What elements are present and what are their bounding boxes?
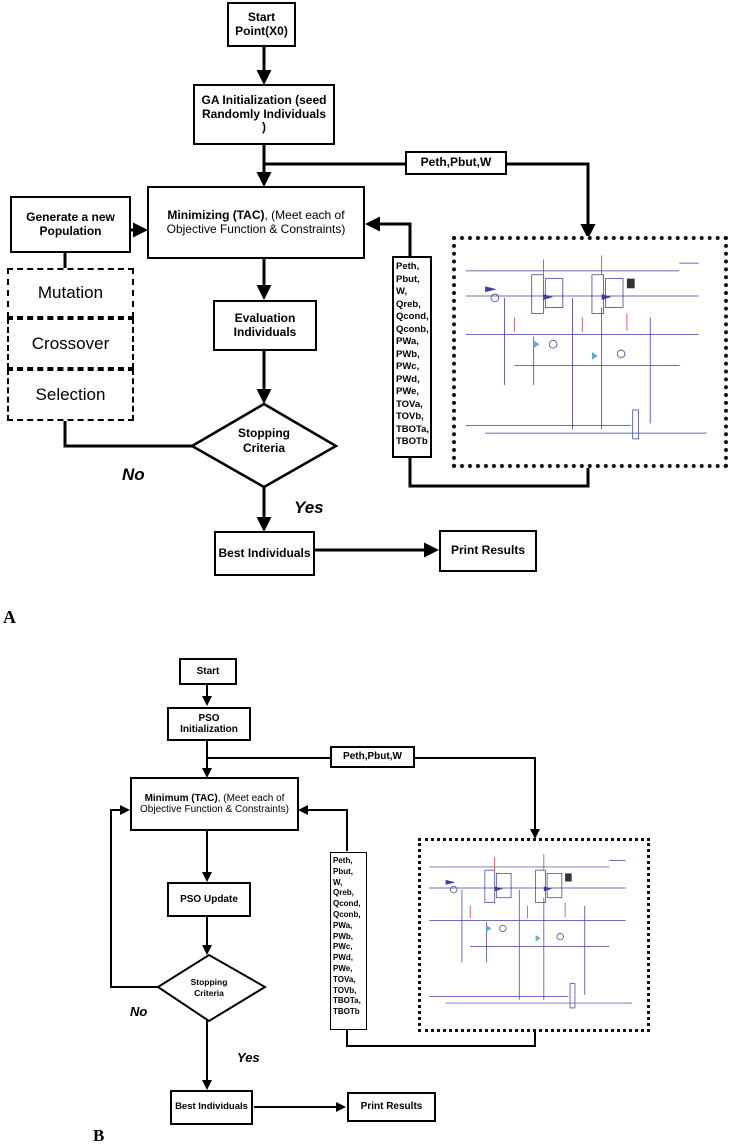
schematic-a-drawing [465, 255, 707, 440]
figure-label-a: A [3, 607, 16, 627]
stopping-label-a: Stopping Criteria [238, 426, 290, 455]
mutation-label: Mutation [37, 283, 104, 303]
generate-population-label: Generate a new Population [26, 209, 115, 238]
start-box-b: Start [179, 658, 237, 685]
yes-label-a: Yes [294, 498, 324, 517]
evaluation-box: Evaluation Individuals [213, 300, 317, 351]
start-point-label: Start Point(X0) [235, 9, 288, 38]
print-results-label-b: Print Results [360, 1101, 423, 1113]
objective-text-b: Minimum (TAC), (Meet each of Objective F… [136, 793, 293, 816]
process-schematic-b [418, 838, 650, 1032]
start-point-box: Start Point(X0) [227, 2, 296, 47]
no-label-b: No [130, 1004, 148, 1019]
selection-label: Selection [35, 385, 106, 405]
inputs-label-a: Peth,Pbut,W [405, 151, 507, 175]
selection-box: Selection [7, 369, 134, 421]
start-label-b: Start [196, 665, 220, 677]
pso-update-box: PSO Update [167, 882, 251, 917]
variables-box-b: Peth, Pbut, W, Qreb, Qcond, Qconb, PWa, … [330, 852, 367, 1030]
objective-rest-a: , (Meet each of Objective Function & Con… [166, 207, 346, 236]
crossover-label: Crossover [31, 333, 110, 353]
best-individuals-label-b: Best Individuals [175, 1101, 248, 1113]
objective-text-a: Minimizing (TAC), (Meet each of Objectiv… [155, 207, 357, 237]
best-individuals-label-a: Best Individuals [218, 545, 311, 560]
inputs-label-a-text: Peth,Pbut,W [420, 155, 492, 170]
inputs-label-b-text: Peth,Pbut,W [343, 751, 402, 763]
inputs-label-b: Peth,Pbut,W [330, 746, 415, 768]
pso-update-label: PSO Update [180, 893, 238, 905]
yes-label-b: Yes [237, 1050, 260, 1065]
objective-rest-b: , (Meet each of Objective Function & Con… [140, 792, 289, 816]
pso-initialization-label: PSO Initialization [180, 712, 238, 736]
generate-population-box: Generate a new Population [10, 196, 131, 253]
stopping-label-b: Stopping Criteria [190, 977, 228, 999]
mutation-box: Mutation [7, 268, 134, 318]
best-individuals-box-a: Best Individuals [214, 531, 315, 576]
objective-bold-a: Minimizing (TAC) [167, 207, 265, 222]
print-results-label-a: Print Results [450, 543, 525, 558]
ga-initialization-label: GA Initialization (seed Randomly Individ… [201, 92, 327, 135]
crossover-box: Crossover [7, 318, 134, 369]
objective-box-b: Minimum (TAC), (Meet each of Objective F… [130, 777, 299, 831]
objective-box-a: Minimizing (TAC), (Meet each of Objectiv… [147, 186, 365, 259]
print-results-box-a: Print Results [439, 530, 537, 572]
pso-initialization-box: PSO Initialization [167, 707, 251, 741]
no-label-a: No [122, 465, 145, 484]
objective-bold-b: Minimum (TAC) [144, 792, 218, 804]
ga-initialization-box: GA Initialization (seed Randomly Individ… [193, 84, 335, 145]
evaluation-label: Evaluation Individuals [233, 310, 297, 339]
variables-box-a: Peth, Pbut, W, Qreb, Qcond, Qconb, PWa, … [392, 256, 432, 458]
figure-label-b: B [93, 1126, 105, 1145]
process-schematic-a [452, 236, 728, 468]
schematic-b-drawing [429, 853, 633, 1009]
best-individuals-box-b: Best Individuals [170, 1090, 253, 1125]
print-results-box-b: Print Results [347, 1092, 436, 1122]
